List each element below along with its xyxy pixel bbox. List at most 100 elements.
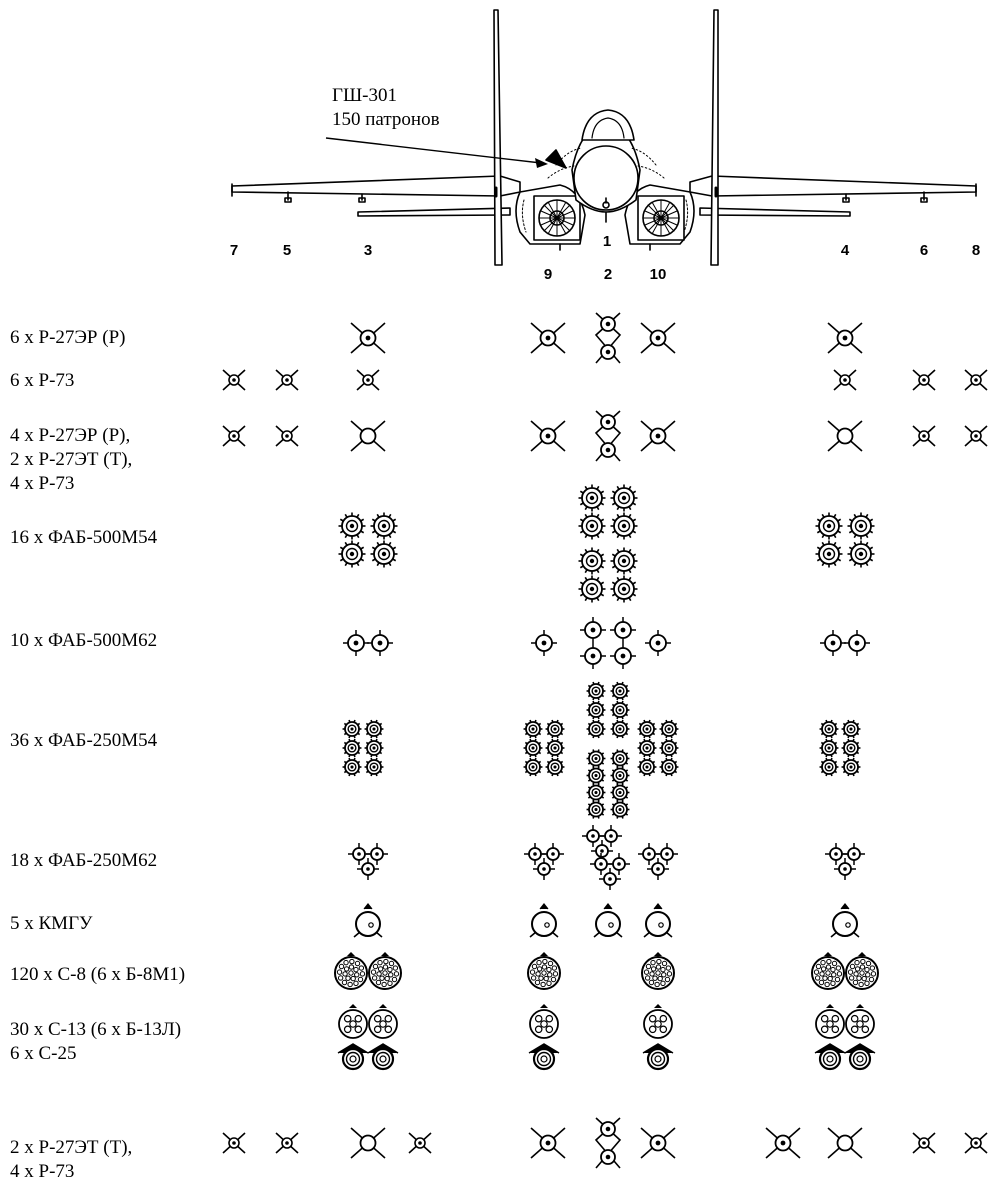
station-number-1: 1: [603, 233, 611, 250]
loadout-label-line: 2 x Р-27ЭТ (Т),: [10, 1137, 132, 1158]
bomb-symbol-m54: [586, 766, 606, 785]
loadout-label-line: 4 x Р-73: [10, 1161, 74, 1182]
bomb-symbol-m62: [610, 617, 636, 643]
loadout-label-line: 2 x Р-27ЭТ (Т),: [10, 449, 132, 470]
left-wing: [231, 175, 521, 197]
missile-symbol-small: [408, 1132, 432, 1154]
loadout-row-1-symbols: [350, 312, 863, 364]
station-9-store: [530, 322, 566, 354]
station-2-store: [594, 312, 622, 364]
bomb-symbol-m54: [578, 575, 606, 603]
bomb-symbol-m54: [819, 738, 839, 758]
missile-tandem-symbol: [594, 410, 622, 462]
missile-symbol-large: [640, 1127, 676, 1159]
bomb-symbol-m54: [610, 547, 638, 575]
bomb-symbol-m54: [586, 700, 606, 720]
loadout-label-3: 4 x Р-27ЭР (Р),2 x Р-27ЭТ (Т),4 x Р-73: [10, 425, 132, 494]
station-3-store: [342, 719, 384, 777]
bomb-symbol-m54: [545, 719, 565, 739]
kmgu-container-symbol: [643, 903, 673, 938]
missile-tandem-symbol: [594, 1117, 622, 1169]
bomb-symbol-m54: [610, 700, 630, 720]
bomb-symbol-m54: [342, 757, 362, 777]
bomb-symbol-m54: [610, 719, 630, 739]
station-10-store: [640, 420, 676, 452]
station-3-store: [334, 952, 402, 990]
missile-symbol-large: [530, 322, 566, 354]
loadout-label-10: 30 x С-13 (6 x Б-13Л)6 x С-25: [10, 1019, 181, 1064]
bomb-symbol-m54: [637, 738, 657, 758]
station-9-store: [530, 420, 566, 452]
loadout-row-8-symbols: [353, 903, 860, 938]
radome: [573, 145, 639, 211]
right-wing: [689, 175, 977, 197]
loadout-label-4: 16 x ФАБ-500М54: [10, 527, 158, 548]
rocket-pod-b13l-symbol: [643, 1004, 673, 1039]
station-4-store: [811, 952, 879, 990]
bomb-symbol-m62: [357, 858, 379, 880]
station-10-store: [642, 1004, 674, 1071]
station-6-store: [912, 369, 936, 391]
loadout-label-line: 4 x Р-27ЭР (Р),: [10, 425, 130, 446]
loadout-label-line: 30 x С-13 (6 x Б-13Л): [10, 1019, 181, 1040]
right-fin: [710, 9, 719, 266]
station-7-store: [222, 1132, 246, 1154]
station-10-store: [640, 1127, 676, 1159]
loadout-label-line: 36 x ФАБ-250М54: [10, 730, 158, 751]
station-3-store: [350, 420, 386, 452]
bomb-symbol-m62: [656, 843, 678, 865]
gun-rounds: 150 патронов: [332, 109, 440, 130]
bomb-symbol-m54: [847, 540, 875, 568]
right-engine-face: [637, 195, 685, 241]
bomb-symbol-m54: [364, 719, 384, 739]
loadout-row-4-symbols: [338, 484, 875, 603]
bomb-symbol-m54: [342, 719, 362, 739]
bomb-symbol-m54: [819, 757, 839, 777]
bomb-symbol-m54: [523, 757, 543, 777]
bomb-symbol-m62: [610, 643, 636, 669]
station-2-store: [578, 484, 638, 603]
station-8-store: [964, 1132, 988, 1154]
bomb-symbol-m54: [370, 540, 398, 568]
station-5-store: [275, 369, 299, 391]
loadout-label-line: 6 x Р-73: [10, 370, 74, 391]
station-4-store: [827, 322, 863, 354]
loadout-label-2: 6 x Р-73: [10, 370, 74, 391]
bomb-symbol-m62: [367, 630, 393, 656]
loadout-label-9: 120 x С-8 (6 x Б-8М1): [10, 964, 185, 985]
bomb-symbol-m54: [586, 800, 606, 819]
loadout-label-6: 36 x ФАБ-250М54: [10, 730, 158, 751]
rocket-s25-symbol: [814, 1043, 846, 1071]
loadout-label-line: 120 x С-8 (6 x Б-8М1): [10, 964, 185, 985]
station-3-store: [338, 512, 398, 568]
bomb-symbol-m54: [578, 484, 606, 512]
missile-symbol-large: [350, 1127, 386, 1159]
missile-symbol-small: [964, 369, 988, 391]
station-9-store: [524, 843, 564, 880]
rocket-pod-b8m1-symbol: [334, 952, 368, 990]
rocket-pod-b8m1-symbol: [641, 952, 675, 990]
bomb-symbol-m54: [523, 719, 543, 739]
station-3-store: [356, 369, 380, 391]
bomb-symbol-m62: [834, 858, 856, 880]
missile-symbol-large: [640, 322, 676, 354]
station-7-store: [222, 425, 246, 447]
bomb-symbol-m54: [659, 757, 679, 777]
bomb-symbol-m54: [659, 738, 679, 758]
rocket-pod-b13l-symbol: [338, 1004, 368, 1039]
missile-symbol-large: [640, 420, 676, 452]
station-number-6: 6: [920, 242, 928, 259]
bomb-symbol-m62: [599, 868, 621, 890]
station-number-8: 8: [972, 242, 980, 259]
kmgu-container-symbol: [593, 903, 623, 938]
station-3-store: [348, 843, 388, 880]
missile-symbol-small: [222, 425, 246, 447]
station-2-store: [594, 1117, 622, 1169]
bomb-symbol-m54: [364, 738, 384, 758]
bomb-symbol-m54: [586, 681, 606, 701]
bomb-symbol-m54: [586, 719, 606, 739]
bomb-symbol-m62: [608, 853, 630, 875]
station-2-store: [582, 825, 630, 890]
rocket-pod-b13l-symbol: [845, 1004, 875, 1039]
